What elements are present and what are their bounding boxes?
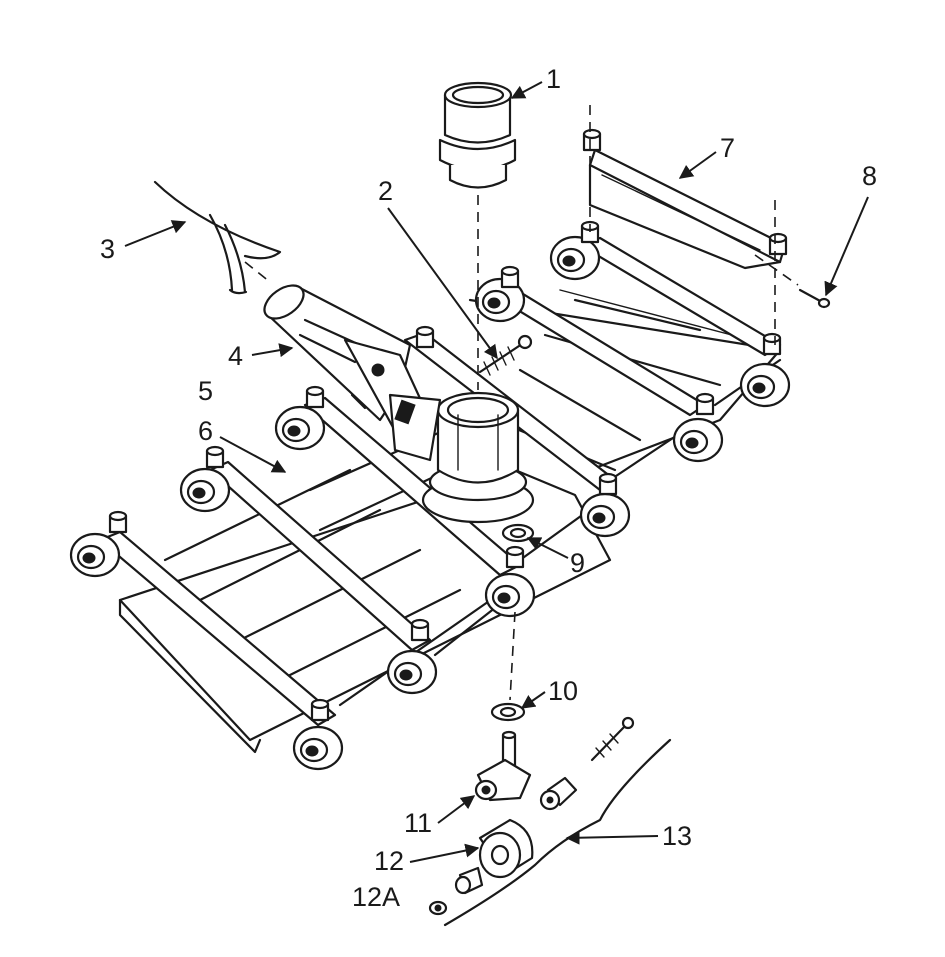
callout-10: 10 <box>548 676 578 706</box>
leader-arrows <box>124 81 869 863</box>
wheel-icon <box>739 362 791 408</box>
part-13-floor-surface <box>443 738 672 927</box>
callout-12a: 12A <box>352 882 400 912</box>
callout-5: 5 <box>198 376 213 406</box>
part-10-washer <box>490 702 526 722</box>
wheel-icon <box>274 405 326 451</box>
part-3-handle-clip <box>153 180 282 295</box>
axle-bolt <box>539 716 635 811</box>
callout-labels: 1 2 3 4 5 6 7 8 9 10 11 12 12A 13 <box>100 64 877 912</box>
wheel-icon <box>179 467 231 513</box>
wheel-icon <box>292 725 344 771</box>
wheel-icon <box>386 649 438 695</box>
part-12-wheel <box>478 818 534 879</box>
callout-13: 13 <box>662 821 692 851</box>
callout-2: 2 <box>378 176 393 206</box>
wheel-icon <box>672 417 724 463</box>
part-11-swivel-bracket <box>474 730 532 802</box>
wheel-icon <box>579 492 631 538</box>
callout-9: 9 <box>570 548 585 578</box>
callout-11: 11 <box>404 808 432 838</box>
callout-4: 4 <box>228 341 243 371</box>
wheel-icon <box>549 235 601 281</box>
wheel-icon <box>69 532 121 578</box>
callout-6: 6 <box>198 416 213 446</box>
callout-7: 7 <box>720 133 735 163</box>
callout-3: 3 <box>100 234 115 264</box>
part-1-hose-cuff <box>438 81 517 189</box>
part-2-pin <box>478 334 533 376</box>
part-12a-bushing <box>428 866 484 916</box>
center-swivel-assembly <box>421 391 535 524</box>
part-7-brush-bar <box>582 128 788 270</box>
callout-8: 8 <box>862 161 877 191</box>
alignment-lines <box>244 105 799 701</box>
wheel-icon <box>484 572 536 618</box>
part-9-washer <box>501 523 535 543</box>
part-8-screw <box>798 288 831 309</box>
callout-12: 12 <box>374 846 404 876</box>
part-4-handle-bracket <box>263 284 442 462</box>
callout-1: 1 <box>546 64 561 94</box>
